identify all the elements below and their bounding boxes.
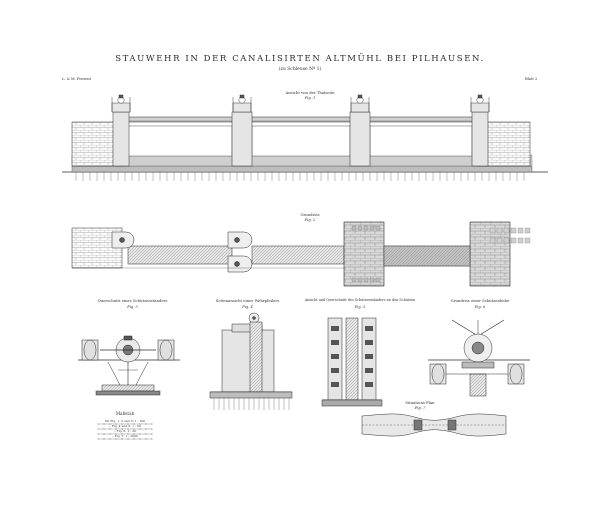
scale-line-4: „ Fig. 7: 1 : 2000 [112, 434, 138, 438]
fig1-elevation [62, 94, 548, 181]
scale-line-2: „ Fig. 4 und 5: 1 : 50 [109, 424, 141, 428]
sheet-number: Blatt 2 [525, 77, 538, 81]
fig7-situation-plan [361, 413, 507, 437]
fig4-side-view [209, 312, 293, 410]
fig5-caption: Ansicht und Querschnitt des Schützenstän… [304, 298, 416, 302]
fig2-plan [71, 221, 531, 287]
fig7-number: Fig. 7 [414, 406, 426, 410]
fig2-caption: Grundriss [300, 212, 320, 217]
fig1-caption: Ansicht von der Thalseite [285, 90, 335, 95]
sheet-title: STAUWEHR IN DER CANALISIRTEN ALTMÜHL BEI… [115, 54, 485, 64]
scale-bars [97, 423, 153, 440]
fig4-number: Fig. 4 [242, 305, 253, 309]
fig6-number: Fig. 6 [474, 305, 486, 309]
fig1-number: Fig. 1 [304, 96, 316, 100]
fig3-caption: Querschnitt eines Schützenständers [97, 298, 168, 303]
publisher-note: L. & M. Present [62, 77, 91, 81]
scale-line-1: für Fig. 1, 2 und 3: 1 : 100 [104, 419, 146, 423]
fig6-caption: Grundriss einer Schützenhebe [450, 298, 510, 303]
fig4-caption: Seitenansicht eines Wehrpfeilers [215, 298, 280, 303]
fig7-caption: Situations-Plan [405, 400, 435, 405]
fig3-cross-section [78, 335, 180, 396]
scale-caption: Maßstab [115, 411, 135, 416]
fig3-number: Fig. 3 [127, 305, 138, 309]
fig5-detail [321, 317, 383, 407]
fig5-number: Fig. 5 [354, 305, 366, 309]
scale-line-3: „ Fig. 6: 1 : 20 [114, 429, 136, 433]
fig2-number: Fig. 2 [304, 218, 316, 222]
fig6-cross-section [428, 319, 530, 397]
sheet-subtitle: (zu Schleuse Nº 1) [278, 67, 322, 72]
